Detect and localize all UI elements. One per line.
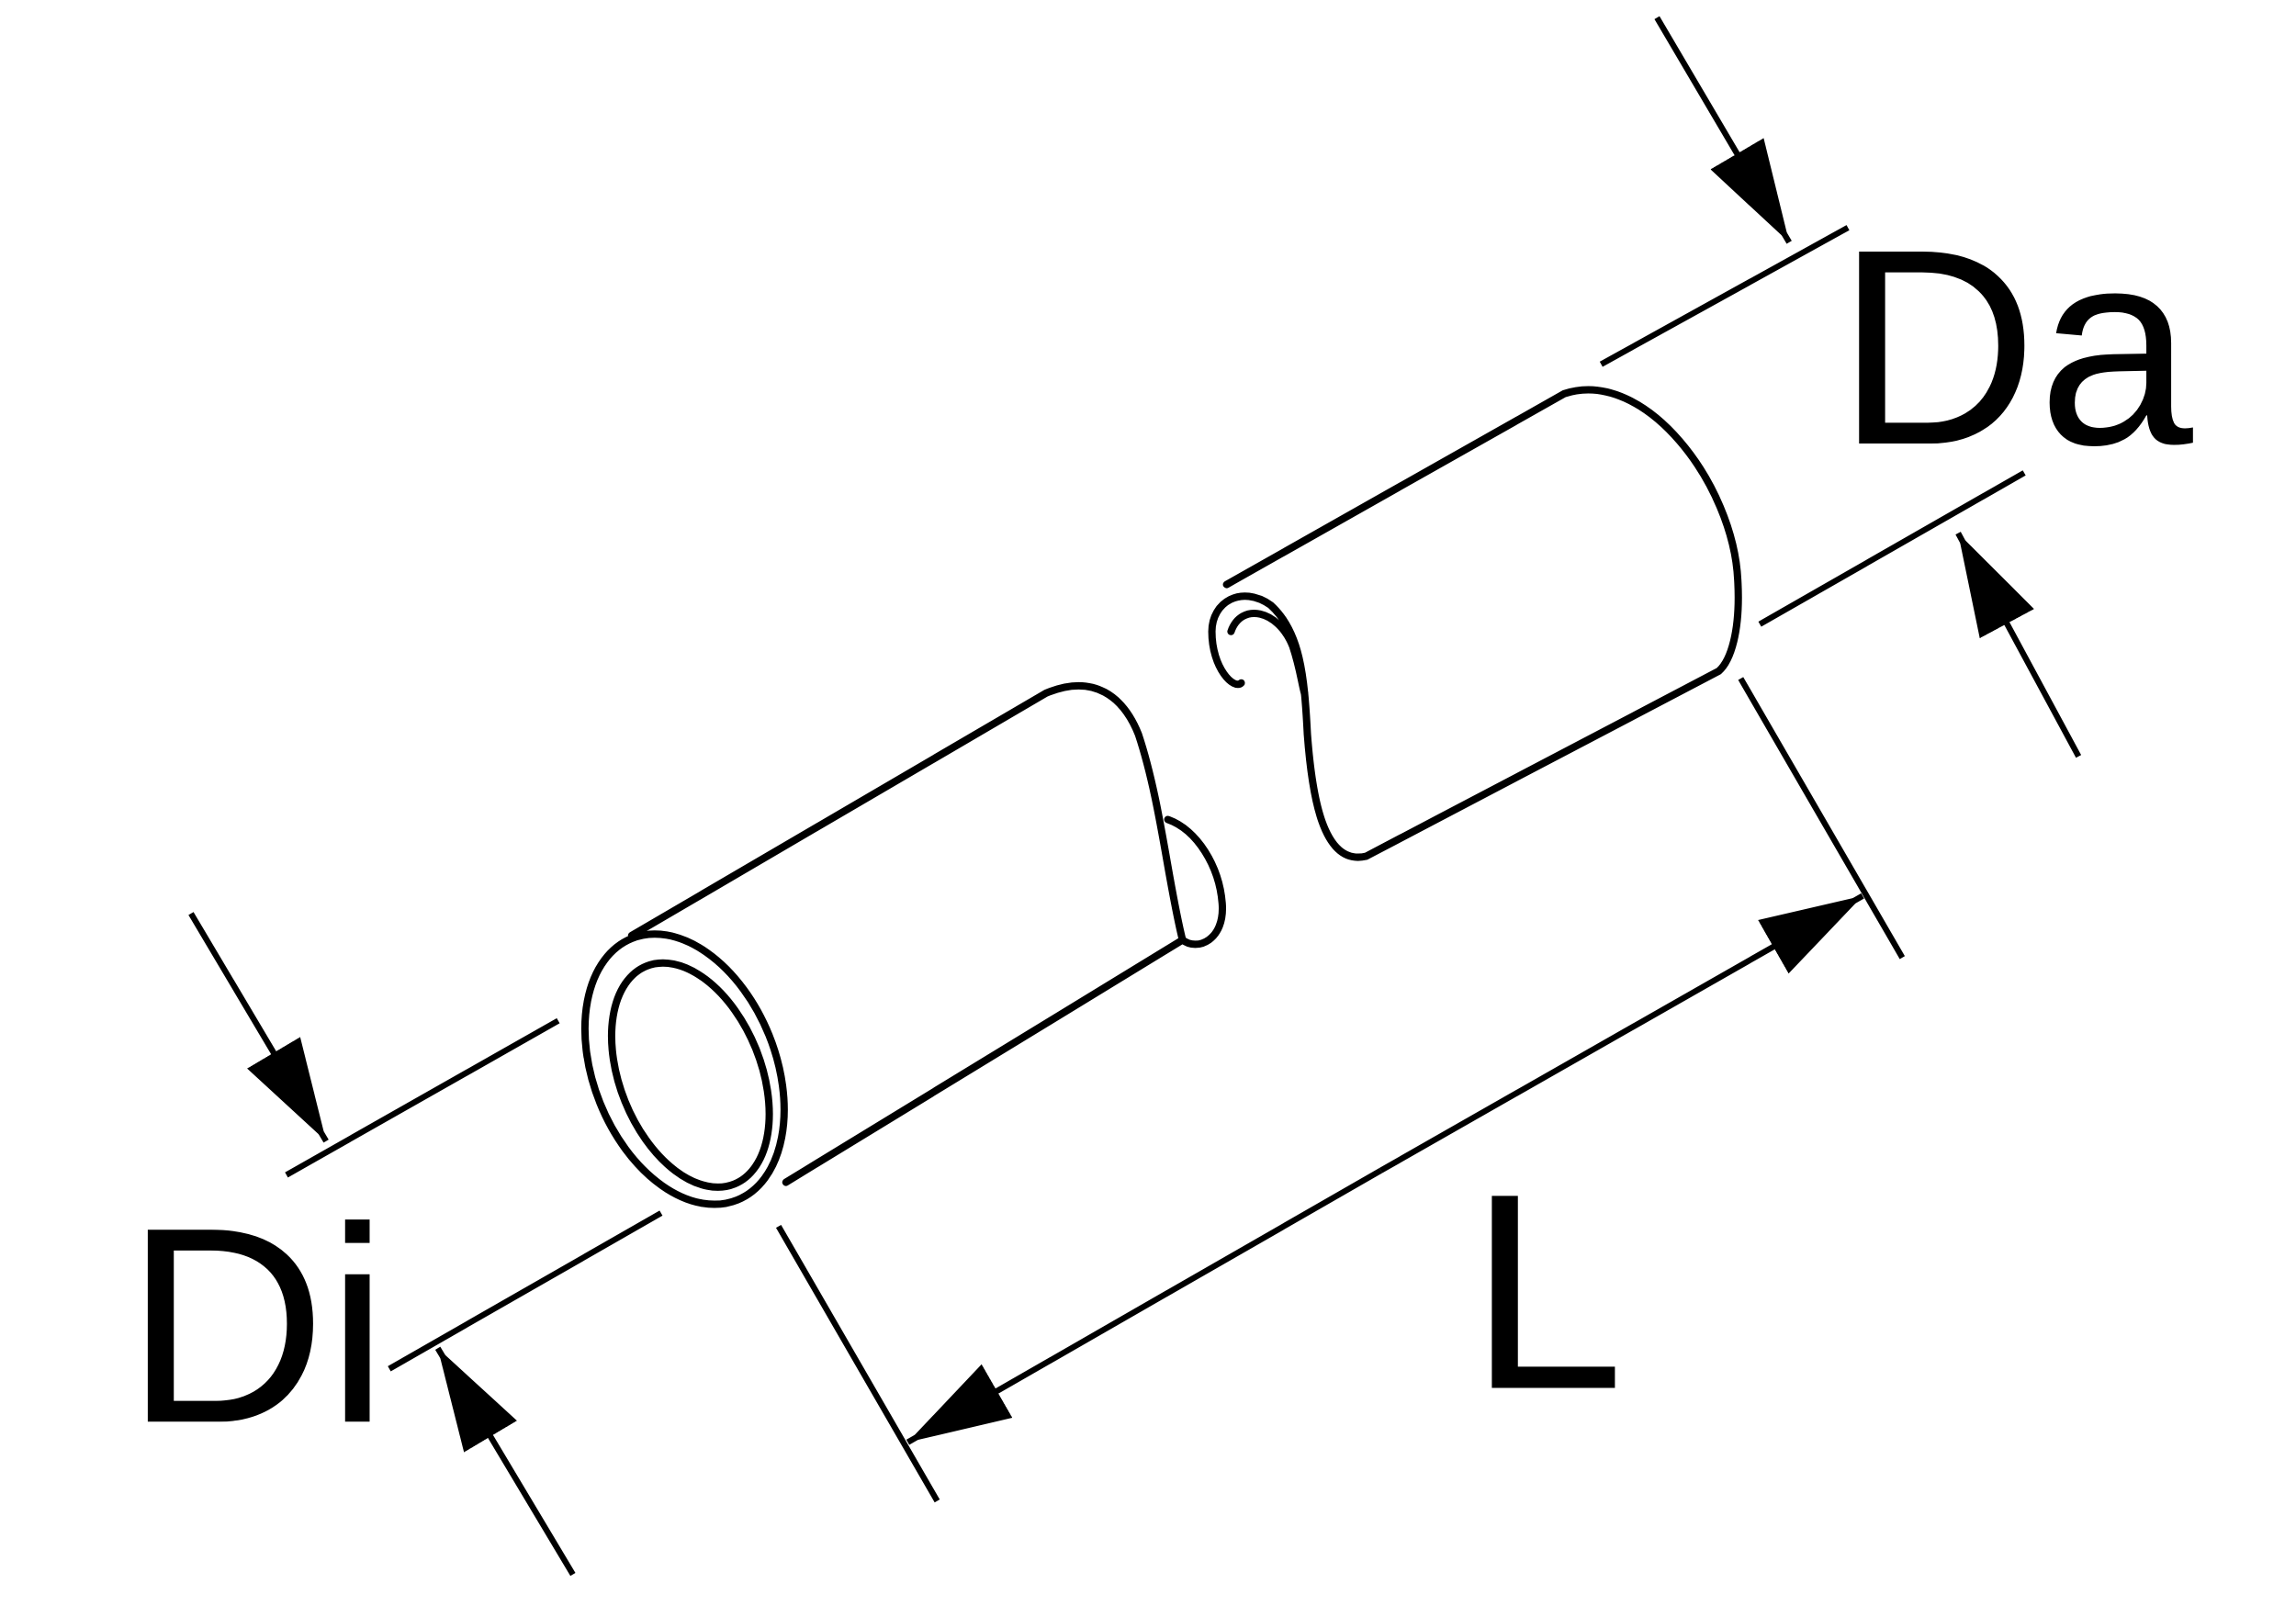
da-dimension: Da xyxy=(1599,16,2195,758)
label-l: L xyxy=(1469,1136,1624,1447)
tube-body-outline xyxy=(1208,386,1742,861)
extension-line xyxy=(285,1017,560,1178)
tube-body-outline xyxy=(627,681,1187,1186)
label-di: Di xyxy=(125,1170,388,1481)
arrow xyxy=(906,1167,1383,1445)
arrow xyxy=(188,912,329,1143)
length-dimension: L xyxy=(775,677,1906,1503)
extension-line xyxy=(388,1210,663,1372)
tube-inner-bore xyxy=(607,959,773,1191)
arrow xyxy=(434,1346,576,1577)
extension-line xyxy=(1599,225,1850,367)
right-tube-segment xyxy=(1208,386,1742,861)
tube-break-curl xyxy=(1227,610,1309,697)
extension-line xyxy=(1738,677,1906,960)
tube-break-curl xyxy=(1164,815,1226,949)
arrow xyxy=(1379,893,1864,1173)
left-tube-segment xyxy=(580,681,1226,1208)
extension-line xyxy=(775,1224,940,1503)
label-da: Da xyxy=(1836,192,2194,503)
tube-outer-end xyxy=(580,930,788,1208)
arrow xyxy=(1654,16,1792,244)
di-dimension: Di xyxy=(125,912,663,1577)
arrow xyxy=(1955,532,2082,758)
extension-line xyxy=(1758,470,2026,627)
